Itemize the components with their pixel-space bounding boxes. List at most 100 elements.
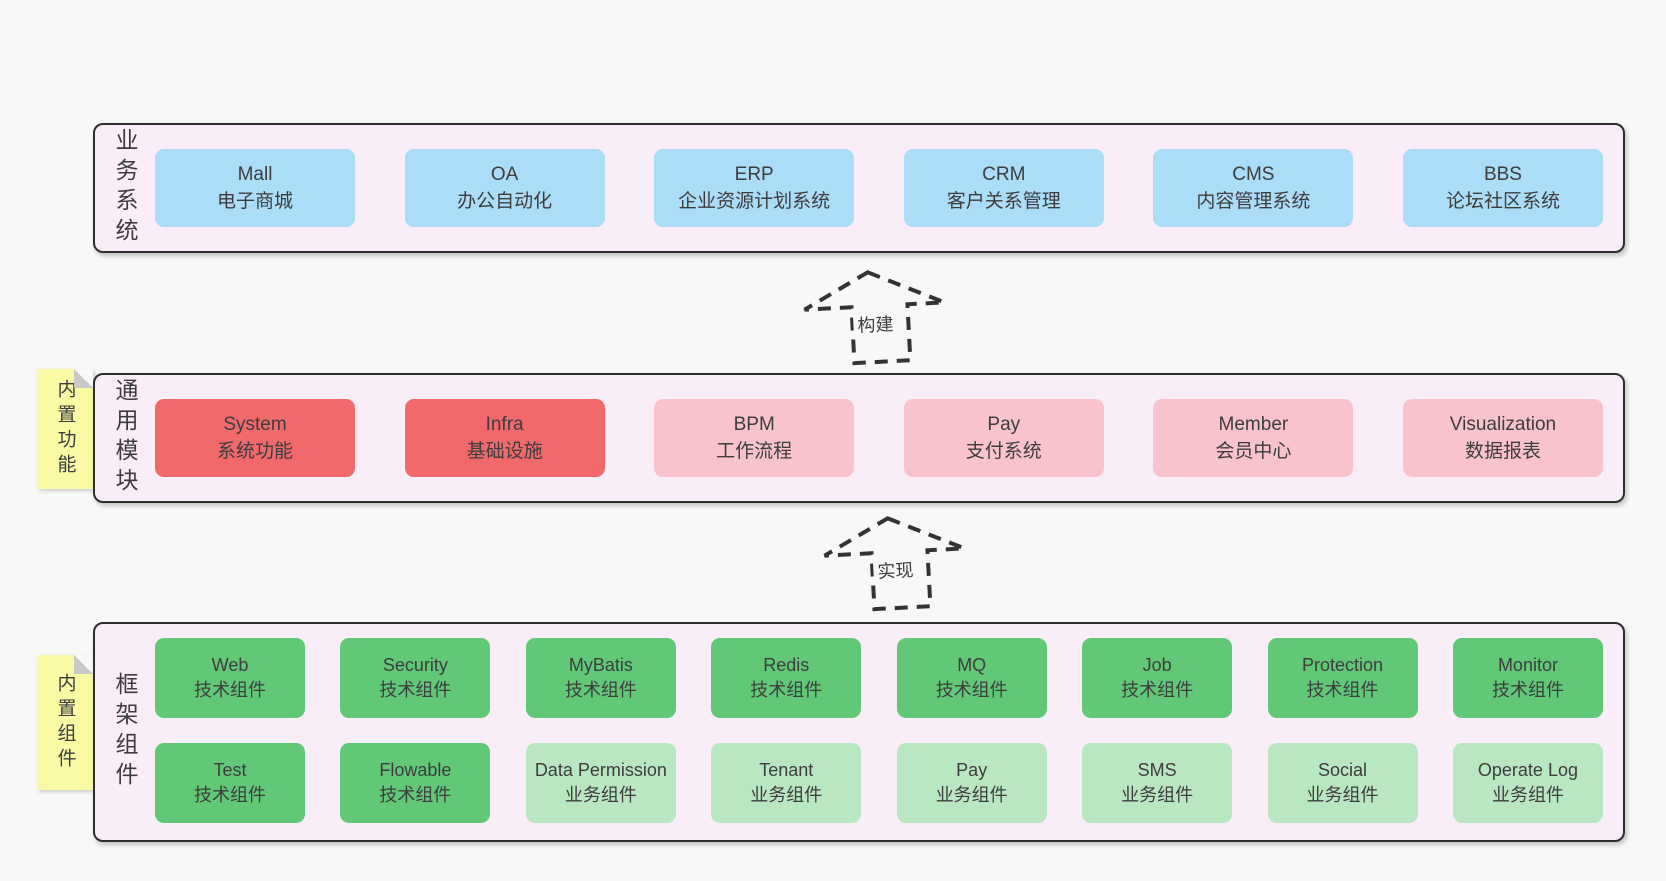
sticky-built-in-components: 内置组件: [37, 655, 93, 790]
box-sms: SMS 业务组件: [1082, 743, 1233, 823]
box-subtitle: 企业资源计划系统: [678, 191, 831, 212]
box-mybatis: MyBatis 技术组件: [525, 638, 676, 718]
box-test: Test 技术组件: [155, 743, 305, 823]
folded-corner-icon: [74, 655, 93, 674]
band-label-framework-components: 框架组件: [112, 672, 138, 792]
box-title: Test: [213, 760, 247, 780]
box-title: Monitor: [1497, 655, 1558, 675]
sticky-built-in-features: 内置功能: [37, 369, 93, 489]
box-cms: CMS 内容管理系统: [1153, 149, 1354, 227]
box-title: BBS: [1483, 164, 1522, 185]
box-subtitle: 数据报表: [1464, 441, 1541, 462]
box-title: OA: [490, 164, 519, 185]
box-subtitle: 技术组件: [1121, 680, 1194, 700]
box-subtitle: 业务组件: [935, 785, 1008, 805]
box-social: Social 业务组件: [1267, 743, 1418, 823]
box-title: SMS: [1137, 760, 1177, 780]
box-subtitle: 客户关系管理: [946, 191, 1061, 212]
box-title: System: [223, 414, 287, 435]
band-label-business-systems: 业务系统: [112, 128, 138, 248]
box-subtitle: 支付系统: [965, 441, 1042, 462]
component-row-1: Web 技术组件 Security 技术组件 MyBatis 技术组件 Redi…: [155, 638, 1603, 718]
box-subtitle: 业务组件: [1306, 785, 1379, 805]
box-title: Job: [1142, 655, 1172, 675]
band-common-modules: 通用模块 System 系统功能 Infra 基础设施 BPM 工作流程 Pay…: [93, 373, 1625, 503]
box-subtitle: 系统功能: [216, 441, 293, 462]
box-job: Job 技术组件: [1082, 638, 1233, 718]
box-infra: Infra 基础设施: [404, 399, 605, 477]
band-content-common-modules: System 系统功能 Infra 基础设施 BPM 工作流程 Pay 支付系统…: [155, 375, 1623, 501]
box-title: Operate Log: [1477, 760, 1578, 780]
box-title: MyBatis: [568, 655, 633, 675]
box-title: Visualization: [1449, 414, 1557, 435]
band-label-common-modules: 通用模块: [112, 378, 138, 498]
box-title: Pay: [987, 414, 1021, 435]
box-subtitle: 技术组件: [935, 680, 1008, 700]
band-content-business-systems: Mall 电子商城 OA 办公自动化 ERP 企业资源计划系统 CRM 客户关系…: [155, 125, 1623, 251]
box-subtitle: 技术组件: [379, 680, 452, 700]
box-title: Infra: [485, 414, 524, 435]
box-title: CRM: [982, 164, 1026, 185]
box-visualization: Visualization 数据报表: [1402, 399, 1603, 477]
box-security: Security 技术组件: [340, 638, 491, 718]
box-subtitle: 技术组件: [564, 680, 637, 700]
box-title: ERP: [734, 164, 774, 185]
band-content-framework-components: Web 技术组件 Security 技术组件 MyBatis 技术组件 Redi…: [155, 624, 1623, 840]
box-subtitle: 技术组件: [194, 785, 266, 805]
box-crm: CRM 客户关系管理: [903, 149, 1104, 227]
box-erp: ERP 企业资源计划系统: [654, 149, 855, 227]
box-title: Mall: [237, 164, 273, 185]
box-subtitle: 业务组件: [750, 785, 823, 805]
box-title: CMS: [1232, 164, 1275, 185]
sticky-label: 内置组件: [54, 672, 76, 773]
box-subtitle: 业务组件: [1121, 785, 1194, 805]
box-mq: MQ 技术组件: [896, 638, 1047, 718]
box-redis: Redis 技术组件: [711, 638, 862, 718]
band-business-systems: 业务系统 Mall 电子商城 OA 办公自动化 ERP 企业资源计划系统 CRM…: [93, 123, 1625, 253]
box-web: Web 技术组件: [155, 638, 305, 718]
box-subtitle: 技术组件: [750, 680, 823, 700]
box-flowable: Flowable 技术组件: [340, 743, 491, 823]
box-member: Member 会员中心: [1153, 399, 1354, 477]
box-title: Flowable: [379, 760, 452, 780]
box-title: Data Permission: [534, 760, 667, 780]
box-subtitle: 技术组件: [379, 785, 452, 805]
box-title: MQ: [957, 655, 987, 675]
box-subtitle: 技术组件: [1306, 680, 1379, 700]
box-tenant: Tenant 业务组件: [711, 743, 862, 823]
band-framework-components: 框架组件 Web 技术组件 Security 技术组件 MyBatis 技术组件…: [93, 622, 1625, 842]
box-bpm: BPM 工作流程: [654, 399, 855, 477]
box-title: BPM: [733, 414, 775, 435]
box-operate-log: Operate Log 业务组件: [1452, 743, 1603, 823]
folded-corner-icon: [74, 369, 93, 388]
box-title: Redis: [763, 655, 810, 675]
box-title: Member: [1218, 414, 1289, 435]
box-pay: Pay 支付系统: [903, 399, 1104, 477]
arrow-implement: 实现: [817, 508, 972, 616]
box-mall: Mall 电子商城: [155, 149, 355, 227]
box-subtitle: 内容管理系统: [1196, 191, 1311, 212]
component-row-2: Test 技术组件 Flowable 技术组件 Data Permission …: [155, 743, 1603, 823]
up-arrow-icon: [803, 270, 946, 366]
box-subtitle: 电子商城: [216, 191, 293, 212]
box-title: Web: [211, 655, 249, 675]
box-pay-component: Pay 业务组件: [896, 743, 1047, 823]
arrow-build: 构建: [797, 262, 952, 370]
box-subtitle: 基础设施: [466, 441, 543, 462]
box-oa: OA 办公自动化: [404, 149, 605, 227]
box-subtitle: 办公自动化: [457, 191, 553, 212]
box-title: Tenant: [759, 760, 814, 780]
box-title: Social: [1318, 760, 1368, 780]
up-arrow-icon: [823, 516, 966, 612]
box-title: Protection: [1302, 655, 1384, 675]
box-subtitle: 业务组件: [1491, 785, 1564, 805]
box-subtitle: 技术组件: [194, 680, 266, 700]
box-subtitle: 会员中心: [1215, 441, 1292, 462]
box-monitor: Monitor 技术组件: [1452, 638, 1603, 718]
box-title: Security: [382, 655, 448, 675]
sticky-label: 内置功能: [54, 379, 76, 479]
box-subtitle: 技术组件: [1491, 680, 1564, 700]
box-bbs: BBS 论坛社区系统: [1402, 149, 1603, 227]
box-protection: Protection 技术组件: [1267, 638, 1418, 718]
